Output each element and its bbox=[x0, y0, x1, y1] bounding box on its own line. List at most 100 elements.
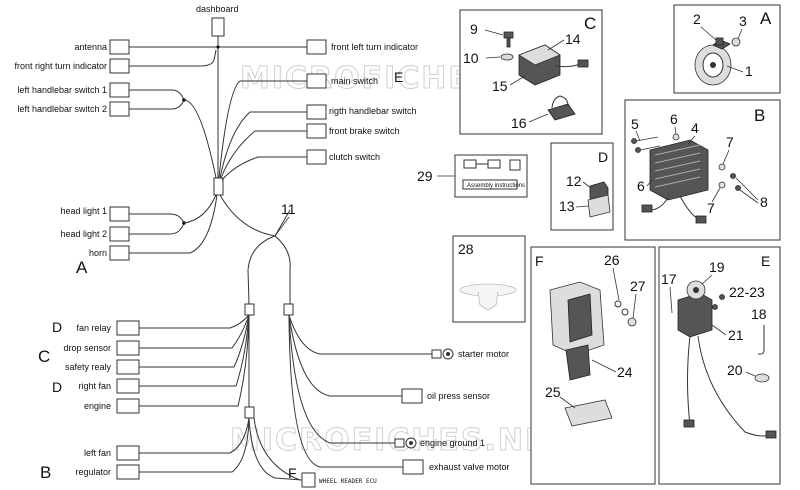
clip-part-28 bbox=[459, 283, 517, 311]
part-4-number: 4 bbox=[691, 120, 699, 136]
front-right-turn-box bbox=[109, 58, 130, 74]
left-handlebar-2-box bbox=[109, 101, 130, 117]
label-oil-press-sensor: oil press sensor bbox=[427, 391, 490, 401]
panel-f-letter: F bbox=[535, 253, 544, 269]
label-regulator: regulator bbox=[75, 467, 111, 477]
ignition-plug-b bbox=[765, 430, 777, 439]
head-light-2-box bbox=[109, 226, 130, 242]
assembly-instructions-text: Assembly instructions bbox=[467, 183, 525, 189]
ignition-leads bbox=[687, 335, 771, 437]
letter-c-left: C bbox=[38, 347, 50, 366]
label-clutch-switch: clutch switch bbox=[329, 152, 380, 162]
part-25-number: 25 bbox=[545, 384, 561, 400]
label-front-brake-switch: front brake switch bbox=[329, 126, 400, 136]
label-horn: horn bbox=[89, 248, 107, 258]
letter-d-fan-relay: D bbox=[52, 319, 62, 335]
relay-plug bbox=[577, 59, 589, 68]
label-engine: engine bbox=[84, 401, 111, 411]
letter-f-wheel: F bbox=[288, 465, 297, 481]
panel-c-letter: C bbox=[584, 14, 596, 33]
engine-box bbox=[116, 398, 140, 414]
left-handlebar-1-box bbox=[109, 82, 130, 98]
washer-part-23 bbox=[712, 304, 718, 310]
label-head-light-1: head light 1 bbox=[60, 206, 107, 216]
regulator-plug-a bbox=[641, 204, 653, 213]
ignition-plug-a bbox=[683, 419, 695, 428]
cap-part-20 bbox=[754, 373, 770, 383]
part-28-number: 28 bbox=[458, 241, 474, 257]
washer-part-26b bbox=[621, 308, 629, 316]
part-19-number: 19 bbox=[709, 259, 725, 275]
part-13-number: 13 bbox=[559, 198, 575, 214]
spacer-part-6a bbox=[672, 133, 680, 141]
panel-b-letter: B bbox=[754, 106, 765, 125]
label-left-handlebar-switch-2: left handlebar switch 2 bbox=[17, 104, 107, 114]
part-29-number: 29 bbox=[417, 168, 433, 184]
letter-d-right-fan: D bbox=[52, 379, 62, 395]
front-left-turn-box bbox=[306, 39, 327, 55]
part-10-number: 10 bbox=[463, 50, 479, 66]
connector-part-16 bbox=[547, 95, 576, 121]
washer-part-26a bbox=[614, 300, 622, 308]
part-2-number: 2 bbox=[693, 11, 701, 27]
part-18-number: 18 bbox=[751, 306, 767, 322]
part-6b-number: 6 bbox=[637, 178, 645, 194]
lower-middle-connector bbox=[244, 406, 255, 419]
antenna-box bbox=[109, 39, 130, 55]
nut-part-8a bbox=[730, 173, 736, 179]
label-rigth-handlebar-switch: rigth handlebar switch bbox=[329, 106, 417, 116]
panel-d-letter: D bbox=[598, 149, 608, 165]
part-7b-number: 7 bbox=[707, 200, 715, 216]
part-8-number: 8 bbox=[760, 194, 768, 210]
label-left-fan: left fan bbox=[84, 448, 111, 458]
label-safety-realy: safety realy bbox=[65, 362, 112, 372]
dashboard-connector bbox=[211, 17, 225, 37]
label-front-left-turn-indicator: front left turn indicator bbox=[331, 42, 418, 52]
ignition-switch-part-21 bbox=[677, 280, 713, 338]
main-switch-box bbox=[306, 73, 327, 89]
regulator-box bbox=[116, 464, 140, 480]
lower-right-connector bbox=[283, 303, 294, 316]
label-starter-motor: starter motor bbox=[458, 349, 509, 359]
label-right-fan: right fan bbox=[78, 381, 111, 391]
left-fan-box bbox=[116, 445, 140, 461]
label-head-light-2: head light 2 bbox=[60, 229, 107, 239]
washer-part-3 bbox=[731, 37, 741, 47]
label-wheel-reader-ecu: WHEEL READER ECU bbox=[319, 478, 377, 485]
screw-part-22 bbox=[719, 294, 725, 300]
label-front-right-turn-indicator: front right turn indicator bbox=[14, 61, 107, 71]
starter-terminal bbox=[431, 348, 454, 360]
regulator-part-4 bbox=[649, 139, 709, 201]
part-17-number: 17 bbox=[661, 271, 677, 287]
central-connector bbox=[213, 177, 224, 196]
part-21-number: 21 bbox=[728, 327, 744, 343]
regulator-plug-b bbox=[695, 215, 707, 224]
part-15-number: 15 bbox=[492, 78, 508, 94]
relay-part-14 bbox=[518, 44, 561, 86]
part-26-number: 26 bbox=[604, 252, 620, 268]
right-fan-box bbox=[116, 378, 140, 394]
label-drop-sensor: drop sensor bbox=[63, 343, 111, 353]
label-exhaust-valve-motor: exhaust valve motor bbox=[429, 462, 510, 472]
nut-part-8b bbox=[735, 185, 741, 191]
part-16-number: 16 bbox=[511, 115, 527, 131]
horn-part-1 bbox=[694, 39, 732, 86]
part-6a-number: 6 bbox=[670, 111, 678, 127]
letter-e-main-switch: E bbox=[394, 69, 403, 85]
right-handlebar-box bbox=[306, 104, 327, 120]
clutch-box bbox=[306, 149, 327, 165]
label-main-switch: main switch bbox=[331, 76, 378, 86]
label-dashboard: dashboard bbox=[196, 4, 239, 14]
part-14-number: 14 bbox=[565, 31, 581, 47]
wiring-harness bbox=[129, 17, 432, 481]
washer-part-10 bbox=[500, 53, 514, 61]
letter-b-left: B bbox=[40, 463, 51, 482]
label-engine-ground-1: engine ground 1 bbox=[420, 438, 485, 448]
part-3-number: 3 bbox=[739, 13, 747, 29]
label-fan-relay: fan relay bbox=[76, 323, 111, 333]
panel-e bbox=[658, 246, 781, 485]
part-24-number: 24 bbox=[617, 364, 633, 380]
sheet-icon-c bbox=[509, 159, 521, 171]
oil-press-box bbox=[401, 388, 423, 404]
